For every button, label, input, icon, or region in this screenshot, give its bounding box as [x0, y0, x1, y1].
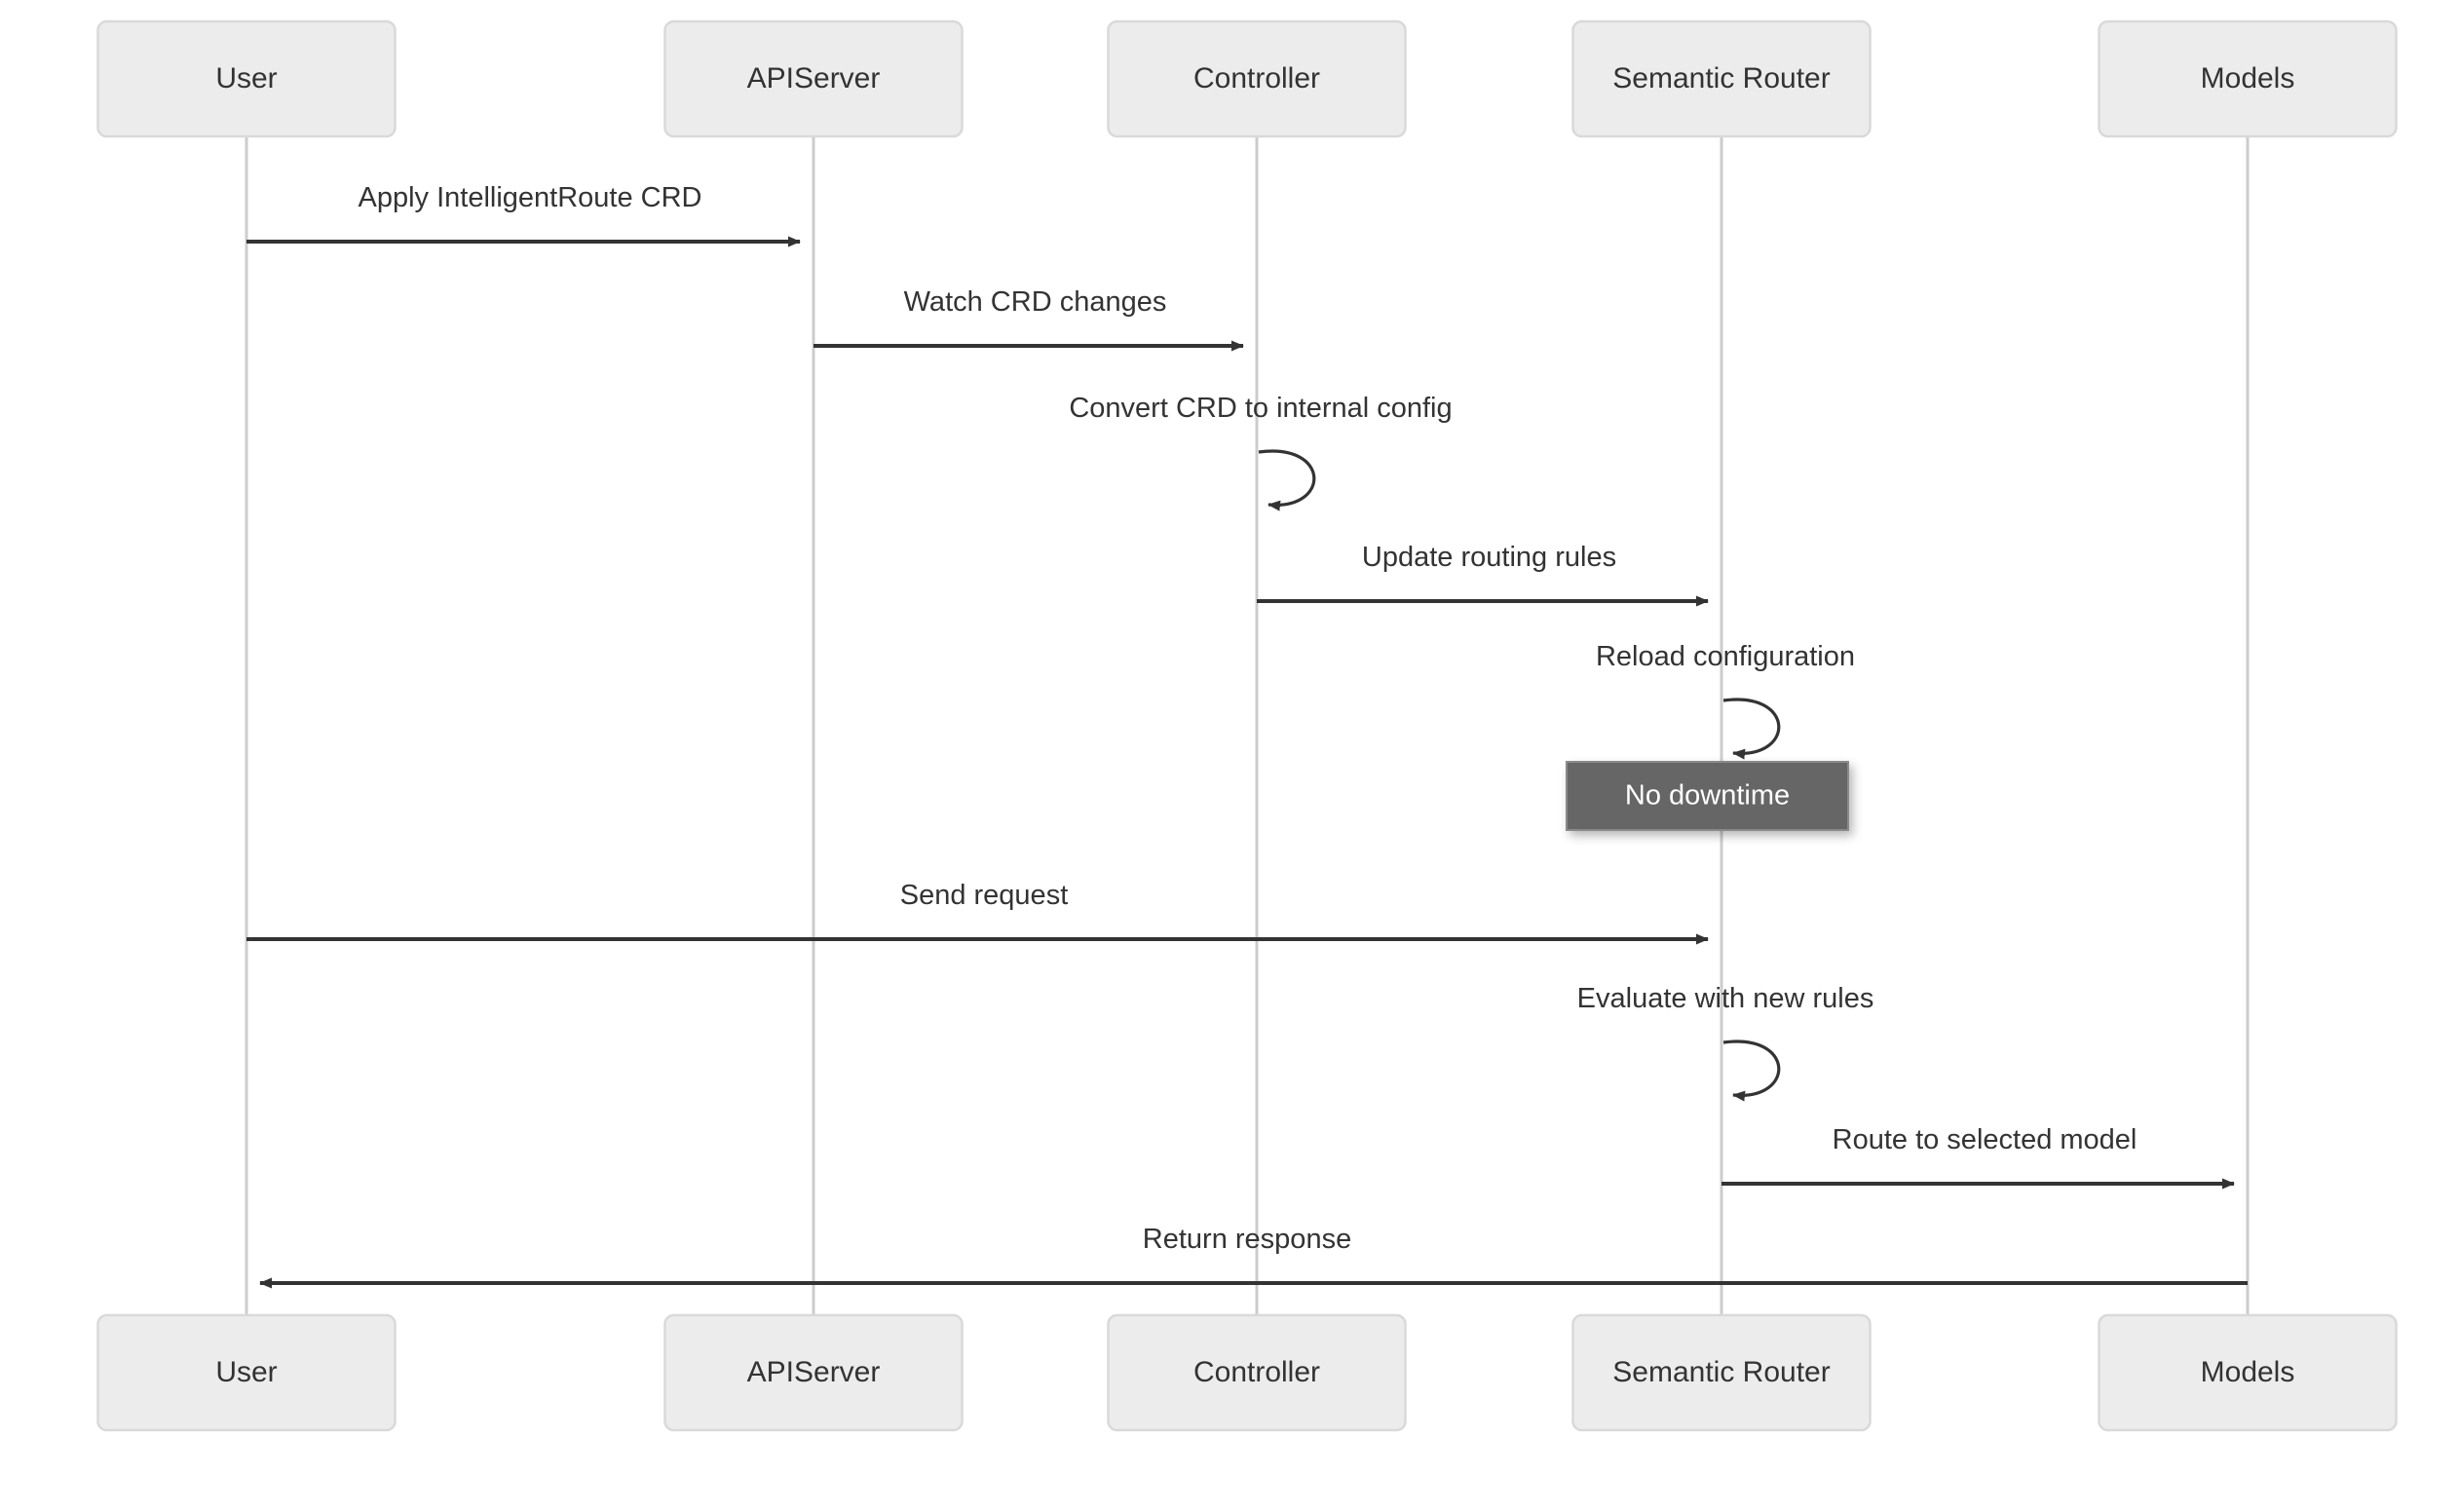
- participant-box-apiserver-bottom[interactable]: [663, 1313, 964, 1432]
- message-m4[interactable]: Update routing rules: [1257, 542, 1709, 607]
- messages-layer: Apply IntelligentRoute CRD Watch CRD chan…: [246, 182, 2248, 1289]
- participant-label-models-bottom: Models: [2201, 1356, 2295, 1388]
- participant-models-top[interactable]: Models: [2098, 19, 2398, 138]
- participant-apiserver-top[interactable]: APIServer: [663, 19, 964, 138]
- participant-label-router-bottom: Semantic Router: [1612, 1356, 1830, 1388]
- message-m5[interactable]: Reload configuration: [1596, 641, 1855, 760]
- participant-label-user-bottom: User: [215, 1356, 277, 1388]
- participant-controller-bottom[interactable]: Controller: [1107, 1313, 1407, 1432]
- participant-router-bottom[interactable]: Semantic Router: [1571, 1313, 1872, 1432]
- lifelines-layer: [245, 136, 2250, 1315]
- message-label-m3: Convert CRD to internal config: [1069, 393, 1452, 424]
- participant-models-bottom[interactable]: Models: [2098, 1313, 2398, 1432]
- message-m3[interactable]: Convert CRD to internal config: [1069, 393, 1453, 511]
- participant-user-top[interactable]: User: [96, 19, 397, 138]
- participant-box-controller-top[interactable]: [1107, 19, 1407, 138]
- participant-box-router-top[interactable]: [1571, 19, 1872, 138]
- participant-label-models-top: Models: [2201, 62, 2295, 94]
- participant-box-models-bottom[interactable]: [2098, 1313, 2398, 1432]
- note-label-n1: No downtime: [1625, 780, 1790, 812]
- self-loop-arrow-m3: [1258, 449, 1316, 511]
- participant-box-user-top[interactable]: [96, 19, 397, 138]
- participant-label-user-top: User: [215, 62, 277, 94]
- participant-box-apiserver-top[interactable]: [663, 19, 964, 138]
- participant-boxes-top: User APIServer Controller Semantic Router Mo…: [96, 19, 2398, 138]
- message-label-m7: Evaluate with new rules: [1577, 983, 1874, 1014]
- message-m2[interactable]: Watch CRD changes: [813, 286, 1244, 352]
- participant-box-controller-bottom[interactable]: [1107, 1313, 1407, 1432]
- message-label-m5: Reload configuration: [1596, 641, 1855, 672]
- note-box-n1[interactable]: [1566, 761, 1849, 831]
- participant-label-apiserver-top: APIServer: [747, 62, 881, 94]
- participant-label-apiserver-bottom: APIServer: [747, 1356, 881, 1388]
- message-label-m1: Apply IntelligentRoute CRD: [358, 182, 701, 213]
- participant-label-controller-bottom: Controller: [1193, 1356, 1320, 1388]
- message-m9[interactable]: Return response: [259, 1224, 2248, 1289]
- participant-box-user-bottom[interactable]: [96, 1313, 397, 1432]
- participant-box-router-bottom[interactable]: [1571, 1313, 1872, 1432]
- participant-controller-top[interactable]: Controller: [1107, 19, 1407, 138]
- participant-router-top[interactable]: Semantic Router: [1571, 19, 1872, 138]
- message-label-m8: Route to selected model: [1833, 1124, 2137, 1155]
- notes-layer: No downtime: [1566, 761, 1849, 831]
- participant-label-router-top: Semantic Router: [1612, 62, 1830, 94]
- message-m8[interactable]: Route to selected model: [1721, 1124, 2235, 1190]
- message-m6[interactable]: Send request: [246, 880, 1709, 945]
- message-m7[interactable]: Evaluate with new rules: [1577, 983, 1874, 1102]
- message-label-m6: Send request: [900, 880, 1069, 911]
- self-loop-arrow-m7: [1722, 1040, 1781, 1102]
- self-loop-arrow-m5: [1722, 698, 1781, 760]
- message-m1[interactable]: Apply IntelligentRoute CRD: [246, 182, 801, 247]
- participant-user-bottom[interactable]: User: [96, 1313, 397, 1432]
- note-n1[interactable]: No downtime: [1566, 761, 1849, 831]
- participant-apiserver-bottom[interactable]: APIServer: [663, 1313, 964, 1432]
- participant-boxes-bottom: User APIServer Controller Semantic Router Mo…: [96, 1313, 2398, 1432]
- participant-label-controller-top: Controller: [1193, 62, 1320, 94]
- message-label-m2: Watch CRD changes: [904, 286, 1167, 318]
- message-label-m4: Update routing rules: [1362, 542, 1616, 573]
- participant-box-models-top[interactable]: [2098, 19, 2398, 138]
- message-label-m9: Return response: [1143, 1224, 1351, 1255]
